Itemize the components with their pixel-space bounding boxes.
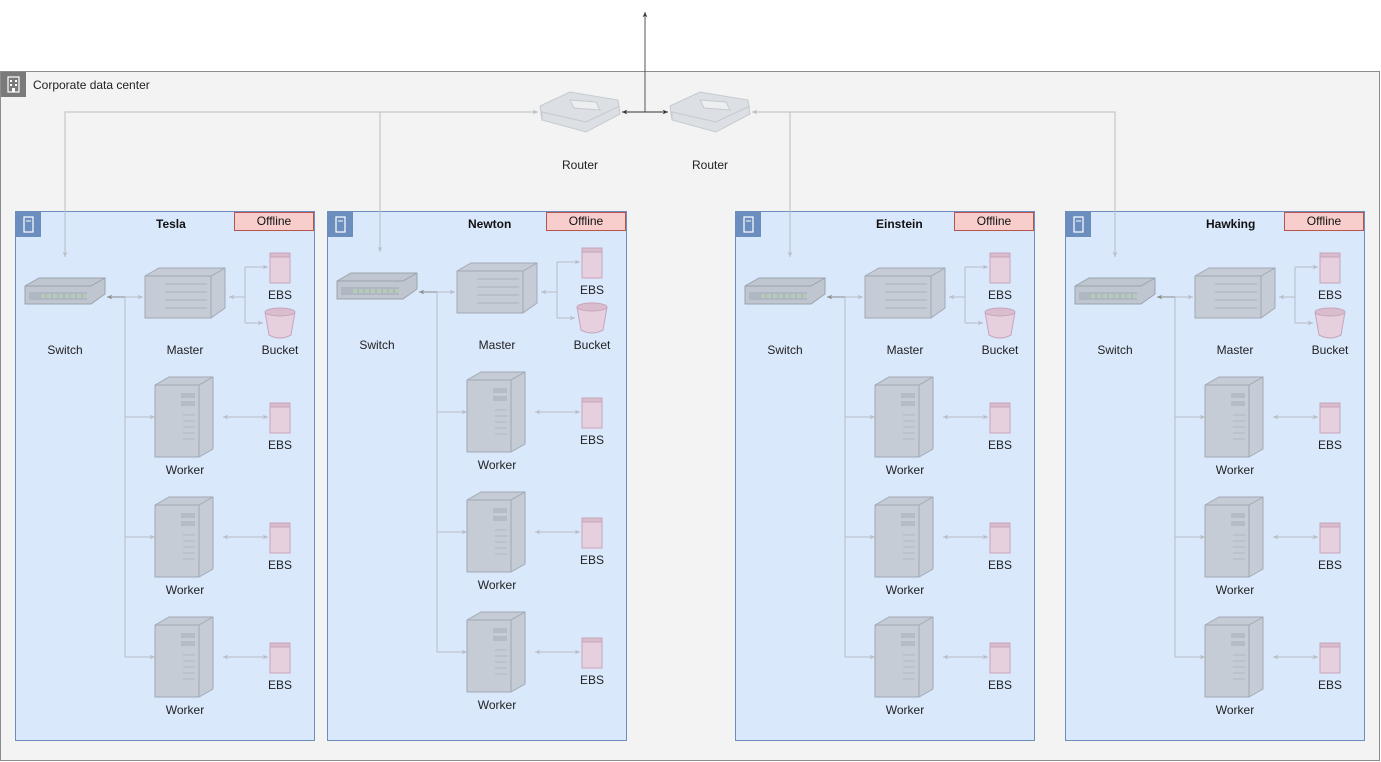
worker-label: Worker: [165, 583, 205, 597]
worker-tower-icon: [466, 611, 526, 693]
ebs-volume-icon: [581, 517, 603, 549]
worker-label: Worker: [1215, 463, 1255, 477]
ebs-label: EBS: [267, 678, 292, 692]
worker-label: Worker: [477, 698, 517, 712]
switch-label: Switch: [359, 338, 395, 352]
datacenter-label: Corporate data center: [33, 78, 150, 92]
worker-tower-icon: [874, 376, 934, 458]
master-label: Master: [478, 338, 516, 352]
ebs-volume-icon: [989, 402, 1011, 434]
bucket-label: Bucket: [1311, 343, 1349, 357]
worker-label: Worker: [885, 703, 925, 717]
worker-tower-icon: [154, 496, 214, 578]
server-icon: [1194, 267, 1276, 319]
ebs-volume-icon: [581, 397, 603, 429]
ebs-volume-icon: [989, 642, 1011, 674]
ebs-volume-icon: [269, 642, 291, 674]
router-icon: [669, 91, 751, 133]
worker-tower-icon: [154, 616, 214, 698]
cluster-name: Einstein: [876, 217, 923, 231]
router-icon: [539, 91, 621, 133]
worker-label: Worker: [165, 463, 205, 477]
ebs-volume-icon: [1319, 402, 1341, 434]
ebs-label: EBS: [579, 283, 604, 297]
server-icon: [864, 267, 946, 319]
bucket-icon: [576, 302, 608, 334]
ebs-label: EBS: [579, 553, 604, 567]
ebs-volume-icon: [269, 402, 291, 434]
worker-tower-icon: [1204, 616, 1264, 698]
ebs-volume-icon: [1319, 642, 1341, 674]
cluster-name: Hawking: [1206, 217, 1256, 231]
switch-label: Switch: [1097, 343, 1133, 357]
ebs-volume-icon: [581, 247, 603, 279]
server-rack-icon: [1066, 212, 1091, 237]
master-label: Master: [166, 343, 204, 357]
bucket-label: Bucket: [573, 338, 611, 352]
worker-tower-icon: [874, 496, 934, 578]
ebs-label: EBS: [579, 433, 604, 447]
worker-tower-icon: [874, 616, 934, 698]
switch-label: Switch: [767, 343, 803, 357]
worker-label: Worker: [165, 703, 205, 717]
switch-icon: [744, 277, 826, 305]
ebs-volume-icon: [1319, 252, 1341, 284]
ebs-label: EBS: [267, 558, 292, 572]
ebs-volume-icon: [269, 522, 291, 554]
ebs-volume-icon: [581, 637, 603, 669]
ebs-volume-icon: [1319, 522, 1341, 554]
bucket-icon: [1314, 307, 1346, 339]
worker-label: Worker: [1215, 703, 1255, 717]
ebs-label: EBS: [267, 438, 292, 452]
worker-label: Worker: [477, 458, 517, 472]
ebs-label: EBS: [987, 678, 1012, 692]
worker-tower-icon: [1204, 376, 1264, 458]
bucket-label: Bucket: [261, 343, 299, 357]
ebs-label: EBS: [579, 673, 604, 687]
router-tesla: [62, 109, 538, 257]
worker-tower-icon: [466, 371, 526, 453]
server-icon: [144, 267, 226, 319]
server-icon: [456, 262, 538, 314]
status-badge: Offline: [546, 212, 626, 231]
building-icon: [1, 72, 26, 97]
bucket-label: Bucket: [981, 343, 1019, 357]
ebs-label: EBS: [987, 288, 1012, 302]
router-hawking: [790, 111, 1118, 257]
ebs-label: EBS: [1317, 288, 1342, 302]
switch-icon: [24, 277, 106, 305]
worker-label: Worker: [477, 578, 517, 592]
ebs-label: EBS: [267, 288, 292, 302]
switch-icon: [336, 272, 418, 300]
ebs-label: EBS: [987, 438, 1012, 452]
status-badge: Offline: [954, 212, 1034, 231]
router-einstein: [752, 109, 793, 257]
ebs-label: EBS: [1317, 558, 1342, 572]
bucket-icon: [264, 307, 296, 339]
worker-label: Worker: [1215, 583, 1255, 597]
worker-label: Worker: [885, 583, 925, 597]
ebs-volume-icon: [269, 252, 291, 284]
ebs-label: EBS: [1317, 438, 1342, 452]
router-label: Router: [561, 158, 599, 172]
ebs-label: EBS: [987, 558, 1012, 572]
worker-tower-icon: [154, 376, 214, 458]
worker-tower-icon: [1204, 496, 1264, 578]
worker-tower-icon: [466, 491, 526, 573]
ebs-volume-icon: [989, 522, 1011, 554]
master-label: Master: [886, 343, 924, 357]
switch-icon: [1074, 277, 1156, 305]
worker-label: Worker: [885, 463, 925, 477]
router-label: Router: [691, 158, 729, 172]
master-label: Master: [1216, 343, 1254, 357]
bucket-icon: [984, 307, 1016, 339]
switch-label: Switch: [47, 343, 83, 357]
ebs-volume-icon: [989, 252, 1011, 284]
ebs-label: EBS: [1317, 678, 1342, 692]
status-badge: Offline: [1284, 212, 1364, 231]
server-rack-icon: [16, 212, 41, 237]
